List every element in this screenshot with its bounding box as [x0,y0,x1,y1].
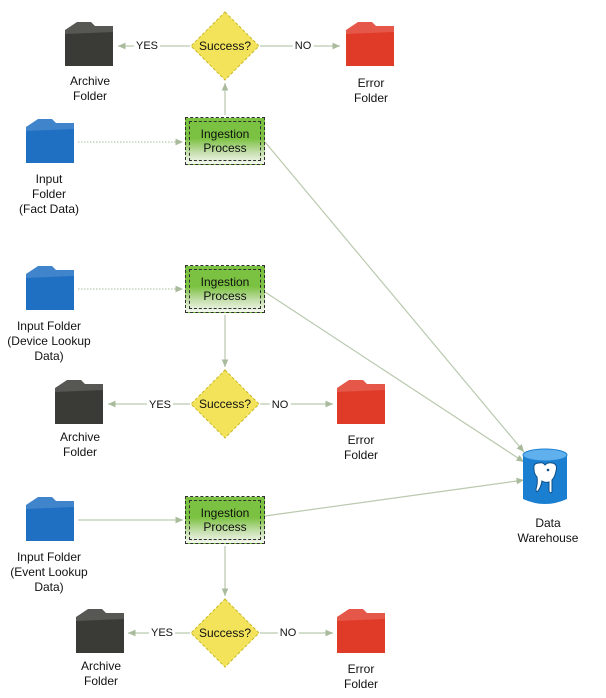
yes-label-fact: YES [133,40,161,52]
error-folder-event [335,609,387,660]
success-decision-device: Success? [190,369,260,439]
no-label-event: NO [277,627,299,639]
success-decision-event-label: Success? [198,626,252,640]
decision-diamond [190,369,260,439]
yes-label-device: YES [146,399,174,411]
archive-folder-event [74,609,126,660]
postgresql-database-icon [522,448,568,504]
no-label-device: NO [269,399,291,411]
no-label-fact: NO [292,40,314,52]
yes-label-event: YES [148,627,176,639]
connector-process-event-to-warehouse [264,477,525,517]
archive-folder-fact [63,22,115,73]
input-folder-device-label: Input Folder (Device Lookup Data) [7,319,91,363]
ingestion-process-fact: Ingestion Process [185,117,265,165]
error-folder-device-label: Error Folder [343,433,379,462]
input-folder-event-label: Input Folder (Event Lookup Data) [10,550,88,594]
success-decision-fact: Success? [190,11,260,81]
error-folder-fact-label: Error Folder [353,76,389,105]
input-folder-event [24,497,76,548]
archive-folder-fact-label: Archive Folder [69,74,111,103]
error-folder-fact [344,22,396,73]
input-folder-device [24,266,76,317]
folder-icon [26,119,74,163]
folder-icon [55,380,103,424]
connector-process-device-to-warehouse [264,291,525,463]
folder-icon [65,22,113,66]
folder-icon [26,266,74,310]
data-warehouse-label: Data Warehouse [517,516,579,545]
data-warehouse [521,447,569,512]
ingestion-process-event-label: Ingestion Process [200,506,250,534]
success-decision-device-label: Success? [198,397,252,411]
ingestion-process-event: Ingestion Process [185,496,265,544]
archive-folder-event-label: Archive Folder [80,659,122,688]
connector-process-fact-to-warehouse [264,141,525,453]
folder-icon [26,497,74,541]
ingestion-process-device: Ingestion Process [185,265,265,313]
folder-icon [346,22,394,66]
folder-icon [337,380,385,424]
ingestion-process-device-label: Ingestion Process [200,275,250,303]
archive-folder-device [53,380,105,431]
input-folder-fact-label: Input Folder (Fact Data) [18,172,80,216]
ingestion-process-fact-label: Ingestion Process [200,127,250,155]
success-decision-fact-label: Success? [198,39,252,53]
success-decision-event: Success? [190,598,260,668]
decision-diamond [190,598,260,668]
folder-icon [76,609,124,653]
input-folder-fact [24,119,76,170]
error-folder-event-label: Error Folder [343,662,379,691]
archive-folder-device-label: Archive Folder [59,430,101,459]
folder-icon [337,609,385,653]
error-folder-device [335,380,387,431]
decision-diamond [190,11,260,81]
